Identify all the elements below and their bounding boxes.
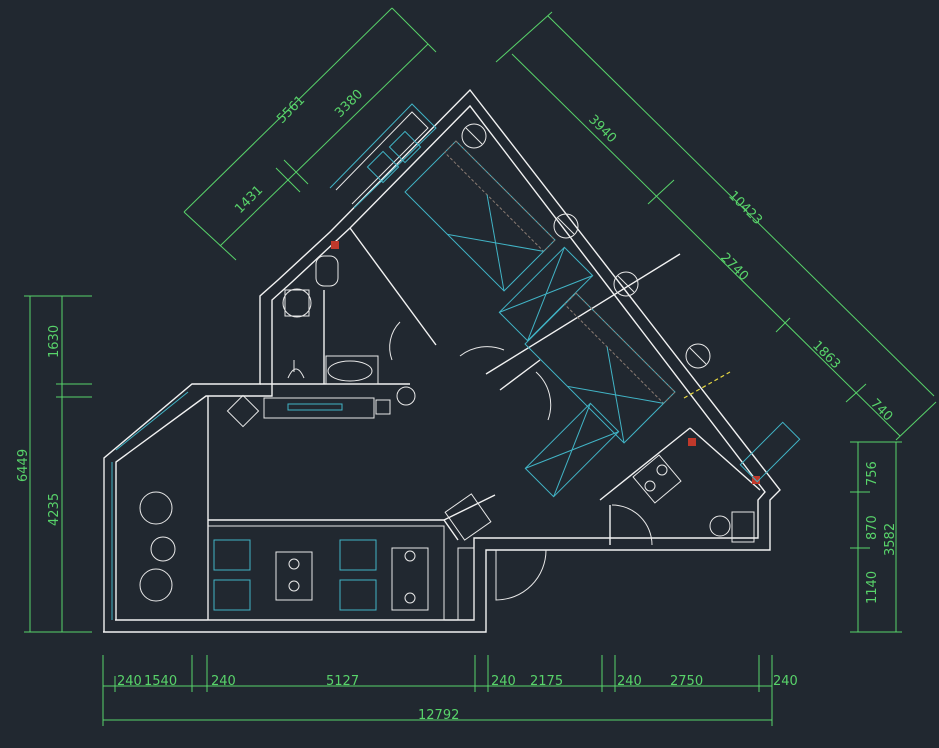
shower-icon [282, 288, 312, 318]
sink-icon [327, 360, 373, 382]
chair-icon [139, 568, 173, 602]
dim-bottom-total: 12792 [418, 708, 459, 723]
sink-icon [731, 511, 755, 543]
stove-icon [632, 454, 682, 504]
column-marker [688, 438, 696, 446]
dim-diag-left-a: 3380 [332, 87, 366, 121]
column-marker [331, 241, 339, 249]
dim-left-total: 6449 [16, 449, 31, 482]
top-left-diagonal-labels: 5561 3380 1431 [232, 87, 366, 217]
dim-bottom-6: 2175 [530, 674, 563, 689]
bedroom2-door-swing [535, 371, 552, 421]
dim-diag-left-total: 5561 [274, 93, 308, 127]
dim-bottom-8: 2750 [670, 674, 703, 689]
bathroom [282, 241, 379, 385]
dim-bottom-5: 240 [491, 674, 516, 689]
balcony-left [103, 391, 189, 620]
lamp-icon [553, 213, 579, 239]
bedroom-2 [524, 271, 731, 498]
table-icon [150, 536, 176, 562]
dim-bottom-1: 240 [117, 674, 142, 689]
dim-right-lower: 1140 [865, 571, 880, 604]
plant-icon [396, 386, 416, 406]
dim-right-upper: 756 [865, 461, 880, 486]
dim-diag-right-1: 3940 [585, 112, 619, 146]
entry-door-swing [495, 549, 547, 601]
walls [103, 88, 781, 633]
dining-table-1 [213, 539, 313, 611]
right-dimension-labels: 756 870 1140 3582 [865, 461, 898, 604]
dining-area [207, 525, 475, 621]
dim-diag-right-2: 2740 [717, 250, 751, 284]
dimension-lines [24, 7, 937, 726]
dim-bottom-9: 240 [773, 674, 798, 689]
balcony-top [329, 103, 437, 209]
dim-bottom-3: 240 [211, 674, 236, 689]
bedroom1-door-swing [459, 346, 505, 357]
bedroom-1 [404, 123, 594, 342]
top-right-diagonal-labels: 3940 10423 2740 1863 740 [585, 112, 895, 424]
bathroom-door-swing [389, 321, 401, 361]
toilet-icon [315, 255, 339, 287]
lamp-icon [685, 343, 711, 369]
kitchen-door-swing [611, 504, 653, 546]
dining-table-2 [339, 539, 429, 611]
dim-right-middle: 870 [865, 515, 880, 540]
left-dimension-labels: 1630 4235 6449 [16, 325, 62, 526]
dim-right-total: 3582 [883, 523, 898, 556]
lamp-icon [461, 123, 487, 149]
plant-icon [287, 360, 305, 379]
dim-diag-left-b: 1431 [232, 183, 266, 217]
lamp-icon [613, 271, 639, 297]
kitchen [632, 421, 801, 543]
bottom-dimension-labels: 240 1540 240 5127 240 2175 240 2750 240 … [117, 674, 798, 723]
living-room [139, 386, 416, 602]
dim-left-lower: 4235 [47, 493, 62, 526]
dim-bottom-2: 1540 [144, 674, 177, 689]
chair-icon [139, 491, 173, 525]
entry [389, 321, 653, 601]
dim-bottom-4: 5127 [326, 674, 359, 689]
dim-bottom-7: 240 [617, 674, 642, 689]
dim-diag-right-4: 740 [867, 396, 895, 424]
tv-cabinet [263, 397, 375, 419]
dim-diag-right-3: 1863 [809, 338, 843, 372]
dim-diag-right-total: 10423 [725, 188, 765, 228]
dim-left-top: 1630 [47, 325, 62, 358]
balcony-chairs [366, 130, 422, 184]
